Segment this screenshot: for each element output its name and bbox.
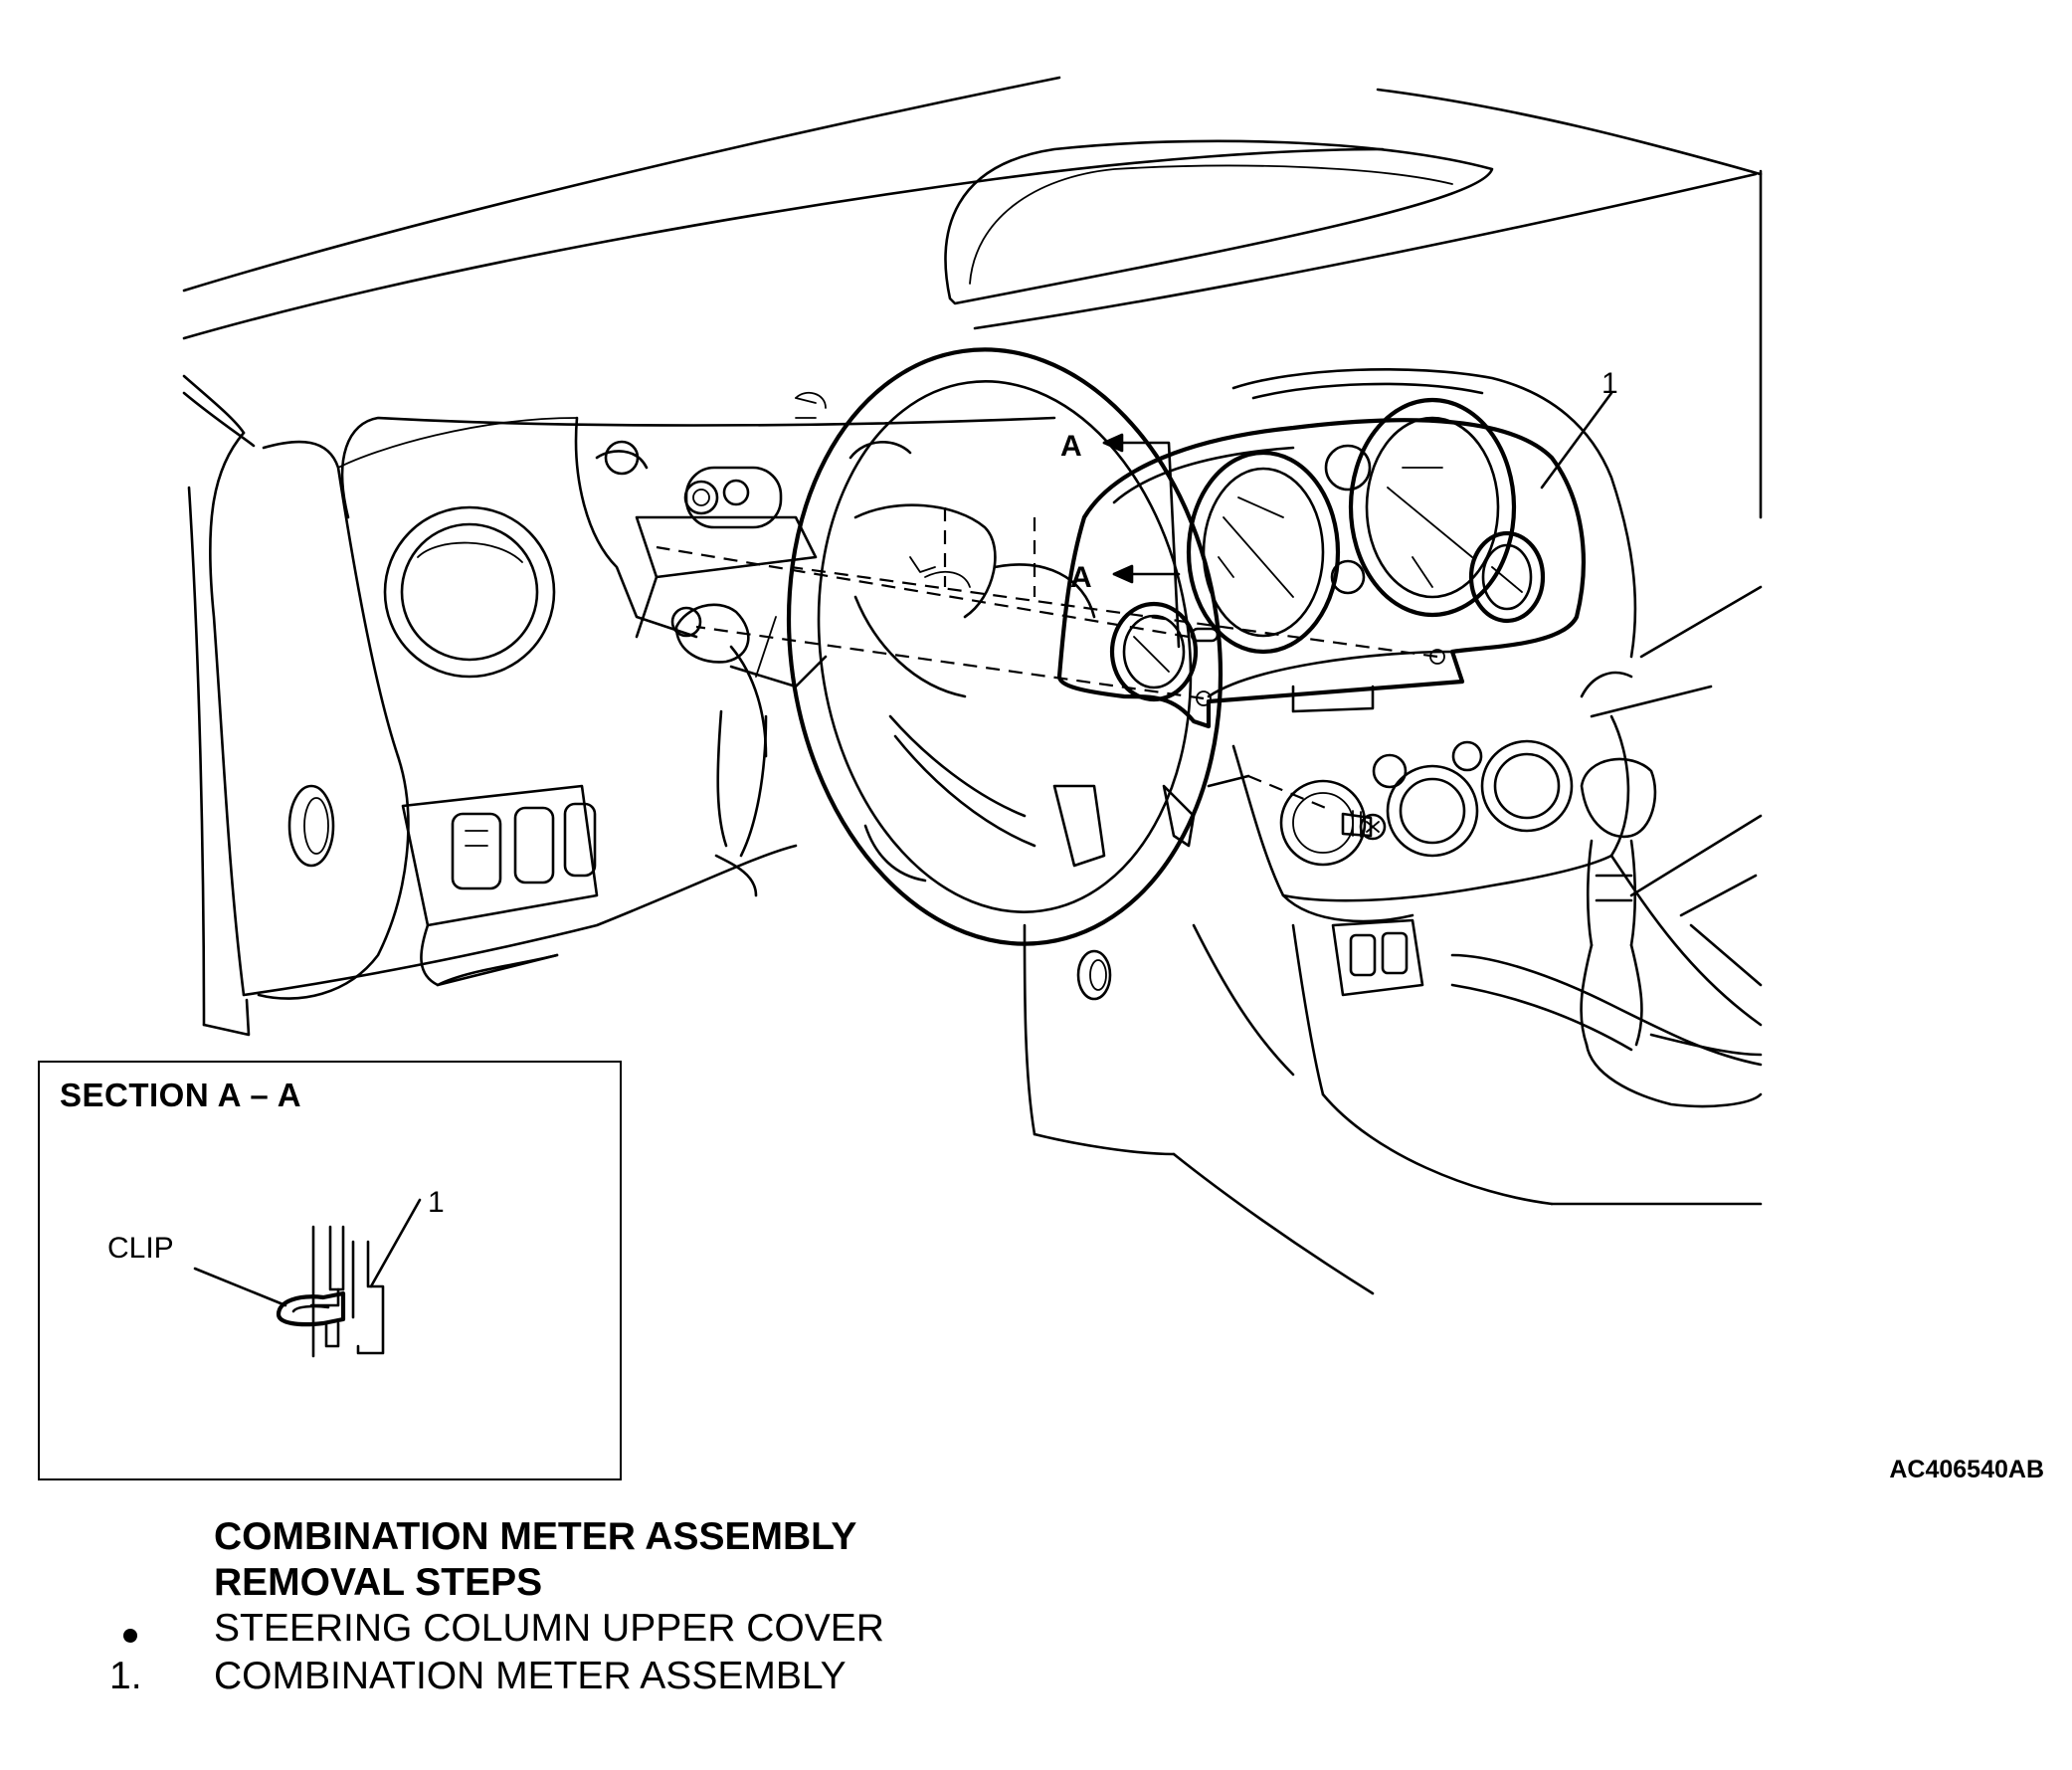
meter-callout-number: 1 bbox=[1601, 367, 1618, 400]
left-small-knob bbox=[287, 784, 335, 868]
meter-hood bbox=[1231, 367, 1637, 659]
steering-column-bracket bbox=[574, 391, 828, 758]
step-text: COMBINATION METER ASSEMBLY bbox=[214, 1655, 847, 1697]
combination-meter bbox=[1056, 397, 1586, 729]
meter-callout: 1 bbox=[1540, 367, 1618, 490]
removal-title-line1: COMBINATION METER ASSEMBLY bbox=[214, 1515, 857, 1558]
section-arrow-upper-label: A bbox=[1060, 430, 1082, 463]
center-console bbox=[1231, 585, 1763, 1206]
clip-label: CLIP bbox=[107, 1232, 174, 1265]
removal-title-line2: REMOVAL STEPS bbox=[214, 1561, 543, 1604]
left-dash-end bbox=[182, 374, 1056, 1037]
section-a-a-inset: SECTION A – A CLIP 1 bbox=[38, 1061, 622, 1480]
step-text: STEERING COLUMN UPPER COVER bbox=[214, 1607, 884, 1650]
section-arrows: A A bbox=[1060, 430, 1181, 649]
shift-lever bbox=[1450, 757, 1763, 1108]
dash-top-lines bbox=[182, 76, 1763, 519]
figure-id: AC406540AB bbox=[1889, 1456, 2044, 1483]
bullet-icon bbox=[123, 1629, 137, 1643]
inset-part-number: 1 bbox=[428, 1186, 445, 1219]
lower-tunnel bbox=[1023, 923, 1375, 1295]
switch-panel bbox=[401, 784, 599, 987]
inset-title: SECTION A – A bbox=[60, 1077, 302, 1113]
section-arrow-lower-label: A bbox=[1070, 561, 1092, 594]
assembly-guide-lines bbox=[656, 507, 1438, 700]
left-air-vent bbox=[383, 505, 556, 679]
screw bbox=[1207, 774, 1387, 867]
step-number: 1. bbox=[109, 1655, 142, 1697]
defroster-vent bbox=[944, 139, 1494, 305]
clip-section-drawing: CLIP 1 bbox=[107, 1186, 445, 1358]
